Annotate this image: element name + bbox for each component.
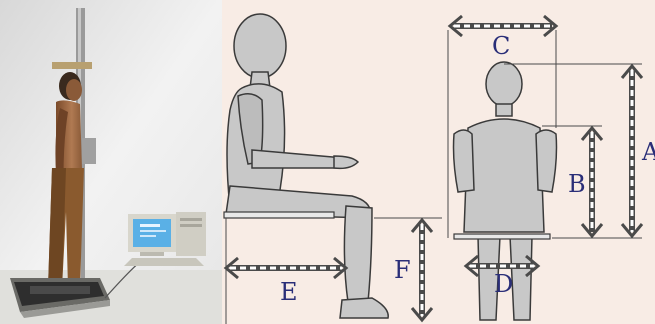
label-C: C bbox=[492, 32, 510, 60]
dimension-diagram: E F bbox=[222, 0, 655, 324]
keyboard bbox=[124, 258, 204, 266]
label-E: E bbox=[280, 278, 298, 306]
anthropometry-photo bbox=[0, 0, 222, 324]
control-box bbox=[82, 138, 96, 164]
label-A: A bbox=[641, 138, 655, 166]
seat bbox=[224, 212, 334, 218]
label-F: F bbox=[394, 256, 411, 284]
label-D: D bbox=[494, 270, 513, 298]
label-B: B bbox=[568, 170, 586, 198]
head-bar bbox=[52, 62, 92, 69]
seat-front bbox=[454, 234, 550, 239]
monitor-screen bbox=[133, 219, 171, 247]
